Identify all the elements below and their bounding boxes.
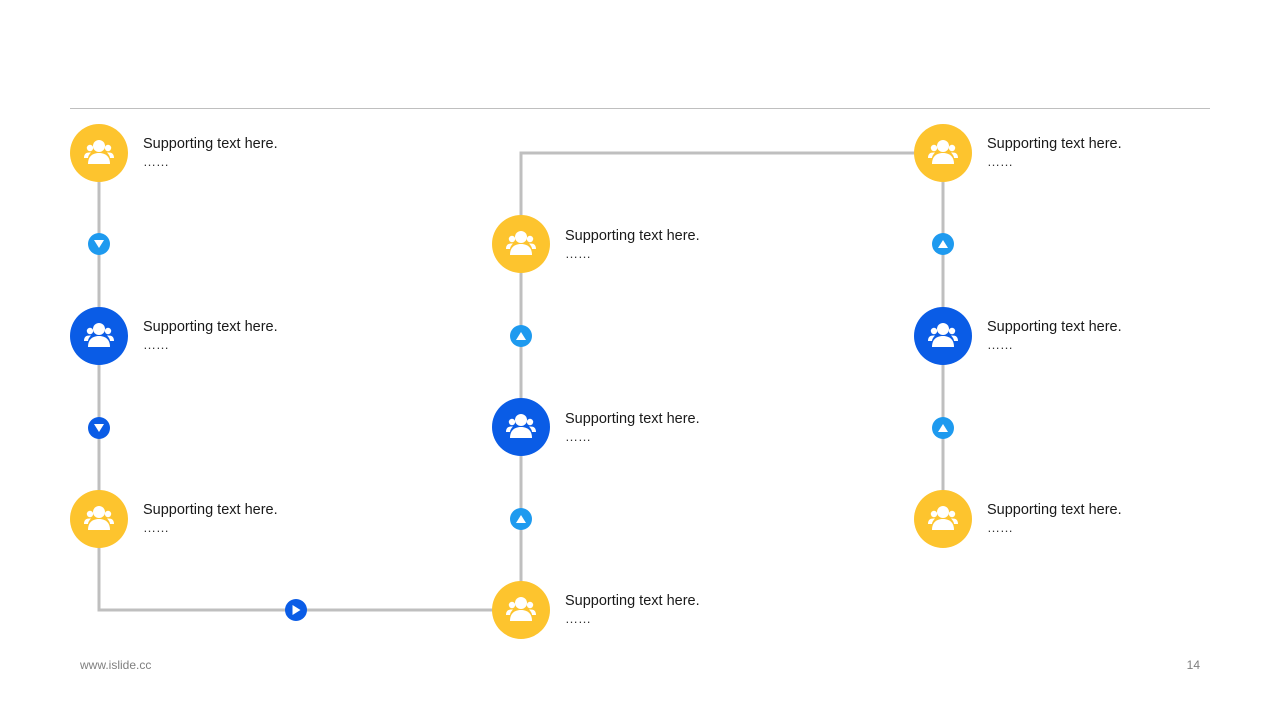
arrow-up-4 <box>932 417 954 439</box>
step-node-4 <box>492 215 550 273</box>
user-group-icon <box>84 140 114 164</box>
user-group-icon <box>928 323 958 347</box>
arrow-down-1 <box>88 233 110 255</box>
step-node-9 <box>914 490 972 548</box>
step-label-sub: …… <box>565 429 591 444</box>
triangle-down-icon <box>94 424 104 432</box>
step-label-sub: …… <box>565 611 591 626</box>
user-group-icon <box>84 323 114 347</box>
triangle-up-icon <box>938 424 948 432</box>
step-label-sub: …… <box>565 246 591 261</box>
step-label-text: Supporting text here. <box>565 593 700 609</box>
step-label-text: Supporting text here. <box>987 136 1122 152</box>
step-label-text: Supporting text here. <box>565 228 700 244</box>
step-label-6: Supporting text here. …… <box>565 592 700 627</box>
step-label-9: Supporting text here. …… <box>987 501 1122 536</box>
connector-top <box>519 151 943 244</box>
arrow-up-3 <box>932 233 954 255</box>
step-label-sub: …… <box>143 520 169 535</box>
triangle-right-icon <box>292 605 301 615</box>
page-number: 14 <box>1186 658 1200 672</box>
step-node-2 <box>70 307 128 365</box>
step-label-text: Supporting text here. <box>143 136 278 152</box>
arrow-down-2 <box>88 417 110 439</box>
step-node-8 <box>914 307 972 365</box>
step-label-8: Supporting text here. …… <box>987 318 1122 353</box>
step-label-7: Supporting text here. …… <box>987 135 1122 170</box>
step-node-1 <box>70 124 128 182</box>
user-group-icon <box>84 506 114 530</box>
step-label-sub: …… <box>987 337 1013 352</box>
step-node-6 <box>492 581 550 639</box>
top-divider <box>70 108 1210 109</box>
arrow-right <box>285 599 307 621</box>
step-label-4: Supporting text here. …… <box>565 227 700 262</box>
arrow-up-1 <box>510 325 532 347</box>
step-label-sub: …… <box>987 154 1013 169</box>
step-label-text: Supporting text here. <box>143 319 278 335</box>
step-label-3: Supporting text here. …… <box>143 501 278 536</box>
step-node-3 <box>70 490 128 548</box>
triangle-down-icon <box>94 240 104 248</box>
step-label-text: Supporting text here. <box>143 502 278 518</box>
footer-website: www.islide.cc <box>80 658 152 672</box>
triangle-up-icon <box>516 515 526 523</box>
step-label-2: Supporting text here. …… <box>143 318 278 353</box>
user-group-icon <box>928 506 958 530</box>
user-group-icon <box>506 231 536 255</box>
step-label-text: Supporting text here. <box>987 502 1122 518</box>
step-label-text: Supporting text here. <box>565 411 700 427</box>
step-label-sub: …… <box>143 154 169 169</box>
step-label-5: Supporting text here. …… <box>565 410 700 445</box>
step-label-1: Supporting text here. …… <box>143 135 278 170</box>
connector-bottom <box>97 519 521 612</box>
step-node-5 <box>492 398 550 456</box>
user-group-icon <box>506 414 536 438</box>
step-label-sub: …… <box>987 520 1013 535</box>
step-label-sub: …… <box>143 337 169 352</box>
step-label-text: Supporting text here. <box>987 319 1122 335</box>
user-group-icon <box>506 597 536 621</box>
step-node-7 <box>914 124 972 182</box>
triangle-up-icon <box>938 240 948 248</box>
arrow-up-2 <box>510 508 532 530</box>
triangle-up-icon <box>516 332 526 340</box>
user-group-icon <box>928 140 958 164</box>
